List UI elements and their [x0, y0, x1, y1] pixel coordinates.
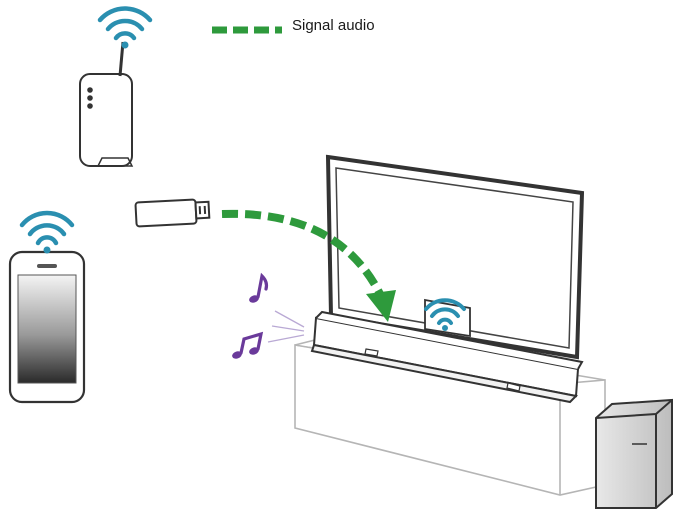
- sound-rays: [267, 310, 305, 343]
- router-icon: [79, 41, 134, 167]
- soundbar-icon: [310, 310, 584, 404]
- wifi-icon: [424, 298, 466, 331]
- subwoofer-icon: [595, 398, 673, 509]
- usb-dongle-icon: [134, 198, 211, 228]
- wifi-icon: [97, 6, 153, 49]
- legend-label: Signal audio: [292, 17, 375, 34]
- smartphone-icon: [8, 250, 86, 404]
- music-note-icon: [249, 272, 269, 303]
- music-note-icon: [232, 331, 264, 359]
- audio-signal-arrow: [221, 209, 396, 322]
- wifi-icon: [19, 210, 75, 254]
